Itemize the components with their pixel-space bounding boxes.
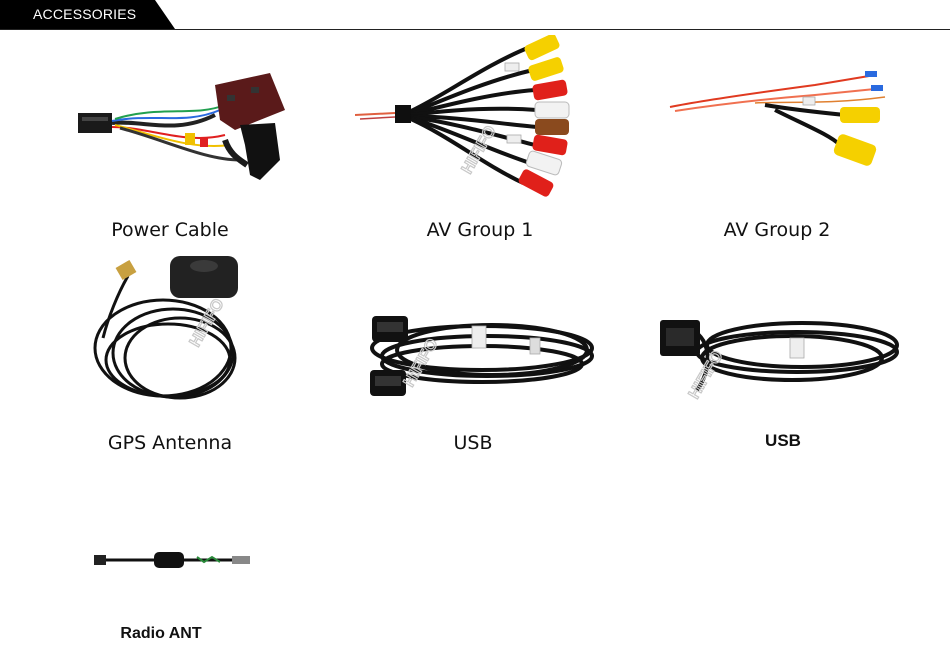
av-group-1-image: HIFIFO: [355, 35, 585, 205]
item-label-av-group-2: AV Group 2: [723, 219, 831, 241]
item-label-usb-2: USB: [765, 431, 801, 450]
section-title: ACCESSORIES: [33, 6, 137, 22]
watermark-text: HIFIFO: [686, 348, 727, 402]
gps-antenna-image: HIFIFO: [88, 248, 268, 418]
power-cable-image: [75, 65, 295, 190]
section-header: ACCESSORIES: [0, 0, 950, 30]
item-label-power-cable: Power Cable: [111, 219, 229, 241]
header-divider: [0, 29, 950, 30]
item-label-radio-ant: Radio ANT: [120, 625, 202, 642]
usb-cable-image-2: HIFIFO: [652, 300, 907, 410]
header-tab: [0, 0, 175, 29]
item-label-av-group-1: AV Group 1: [426, 219, 534, 241]
usb-cable-image-1: HIFIFO: [362, 298, 607, 433]
radio-antenna-adapter-image: [92, 545, 257, 575]
item-label-gps-antenna: GPS Antenna: [107, 432, 233, 454]
av-group-2-image: [665, 65, 895, 175]
item-label-usb-1: USB: [453, 432, 493, 454]
